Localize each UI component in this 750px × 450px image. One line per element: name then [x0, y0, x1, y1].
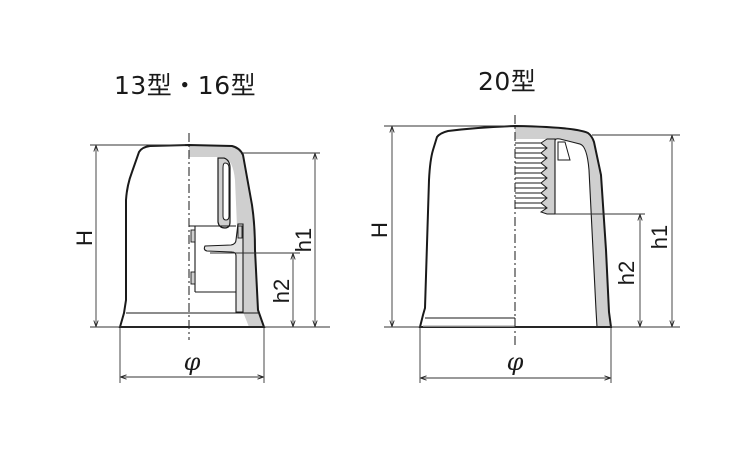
right-label-h2: h2 [614, 261, 639, 285]
left-cap-drawing [118, 133, 266, 340]
left-retaining-rib [203, 223, 244, 313]
right-cap-drawing [418, 115, 613, 345]
left-label-diameter: φ [184, 348, 201, 376]
right-label-h1: h1 [647, 225, 672, 249]
left-label-h2: h2 [269, 279, 294, 303]
left-label-h1: h1 [291, 228, 316, 252]
right-thread-teeth [539, 138, 556, 215]
left-inner-slot [222, 162, 230, 221]
right-view-title: 20型 [478, 67, 537, 96]
left-label-H: H [72, 230, 97, 246]
right-wedge [557, 141, 571, 161]
right-section-shell [515, 127, 611, 327]
right-inner-cavity [554, 138, 598, 328]
right-label-diameter: φ [507, 348, 524, 376]
left-section-shell [189, 145, 264, 327]
right-cap-outline [418, 124, 613, 328]
right-dimensions: H h1 h2 φ [367, 125, 680, 383]
left-dimensions: H h1 h2 φ [72, 144, 330, 383]
left-view-title: 13型・16型 [114, 71, 257, 100]
right-label-H: H [367, 222, 392, 238]
